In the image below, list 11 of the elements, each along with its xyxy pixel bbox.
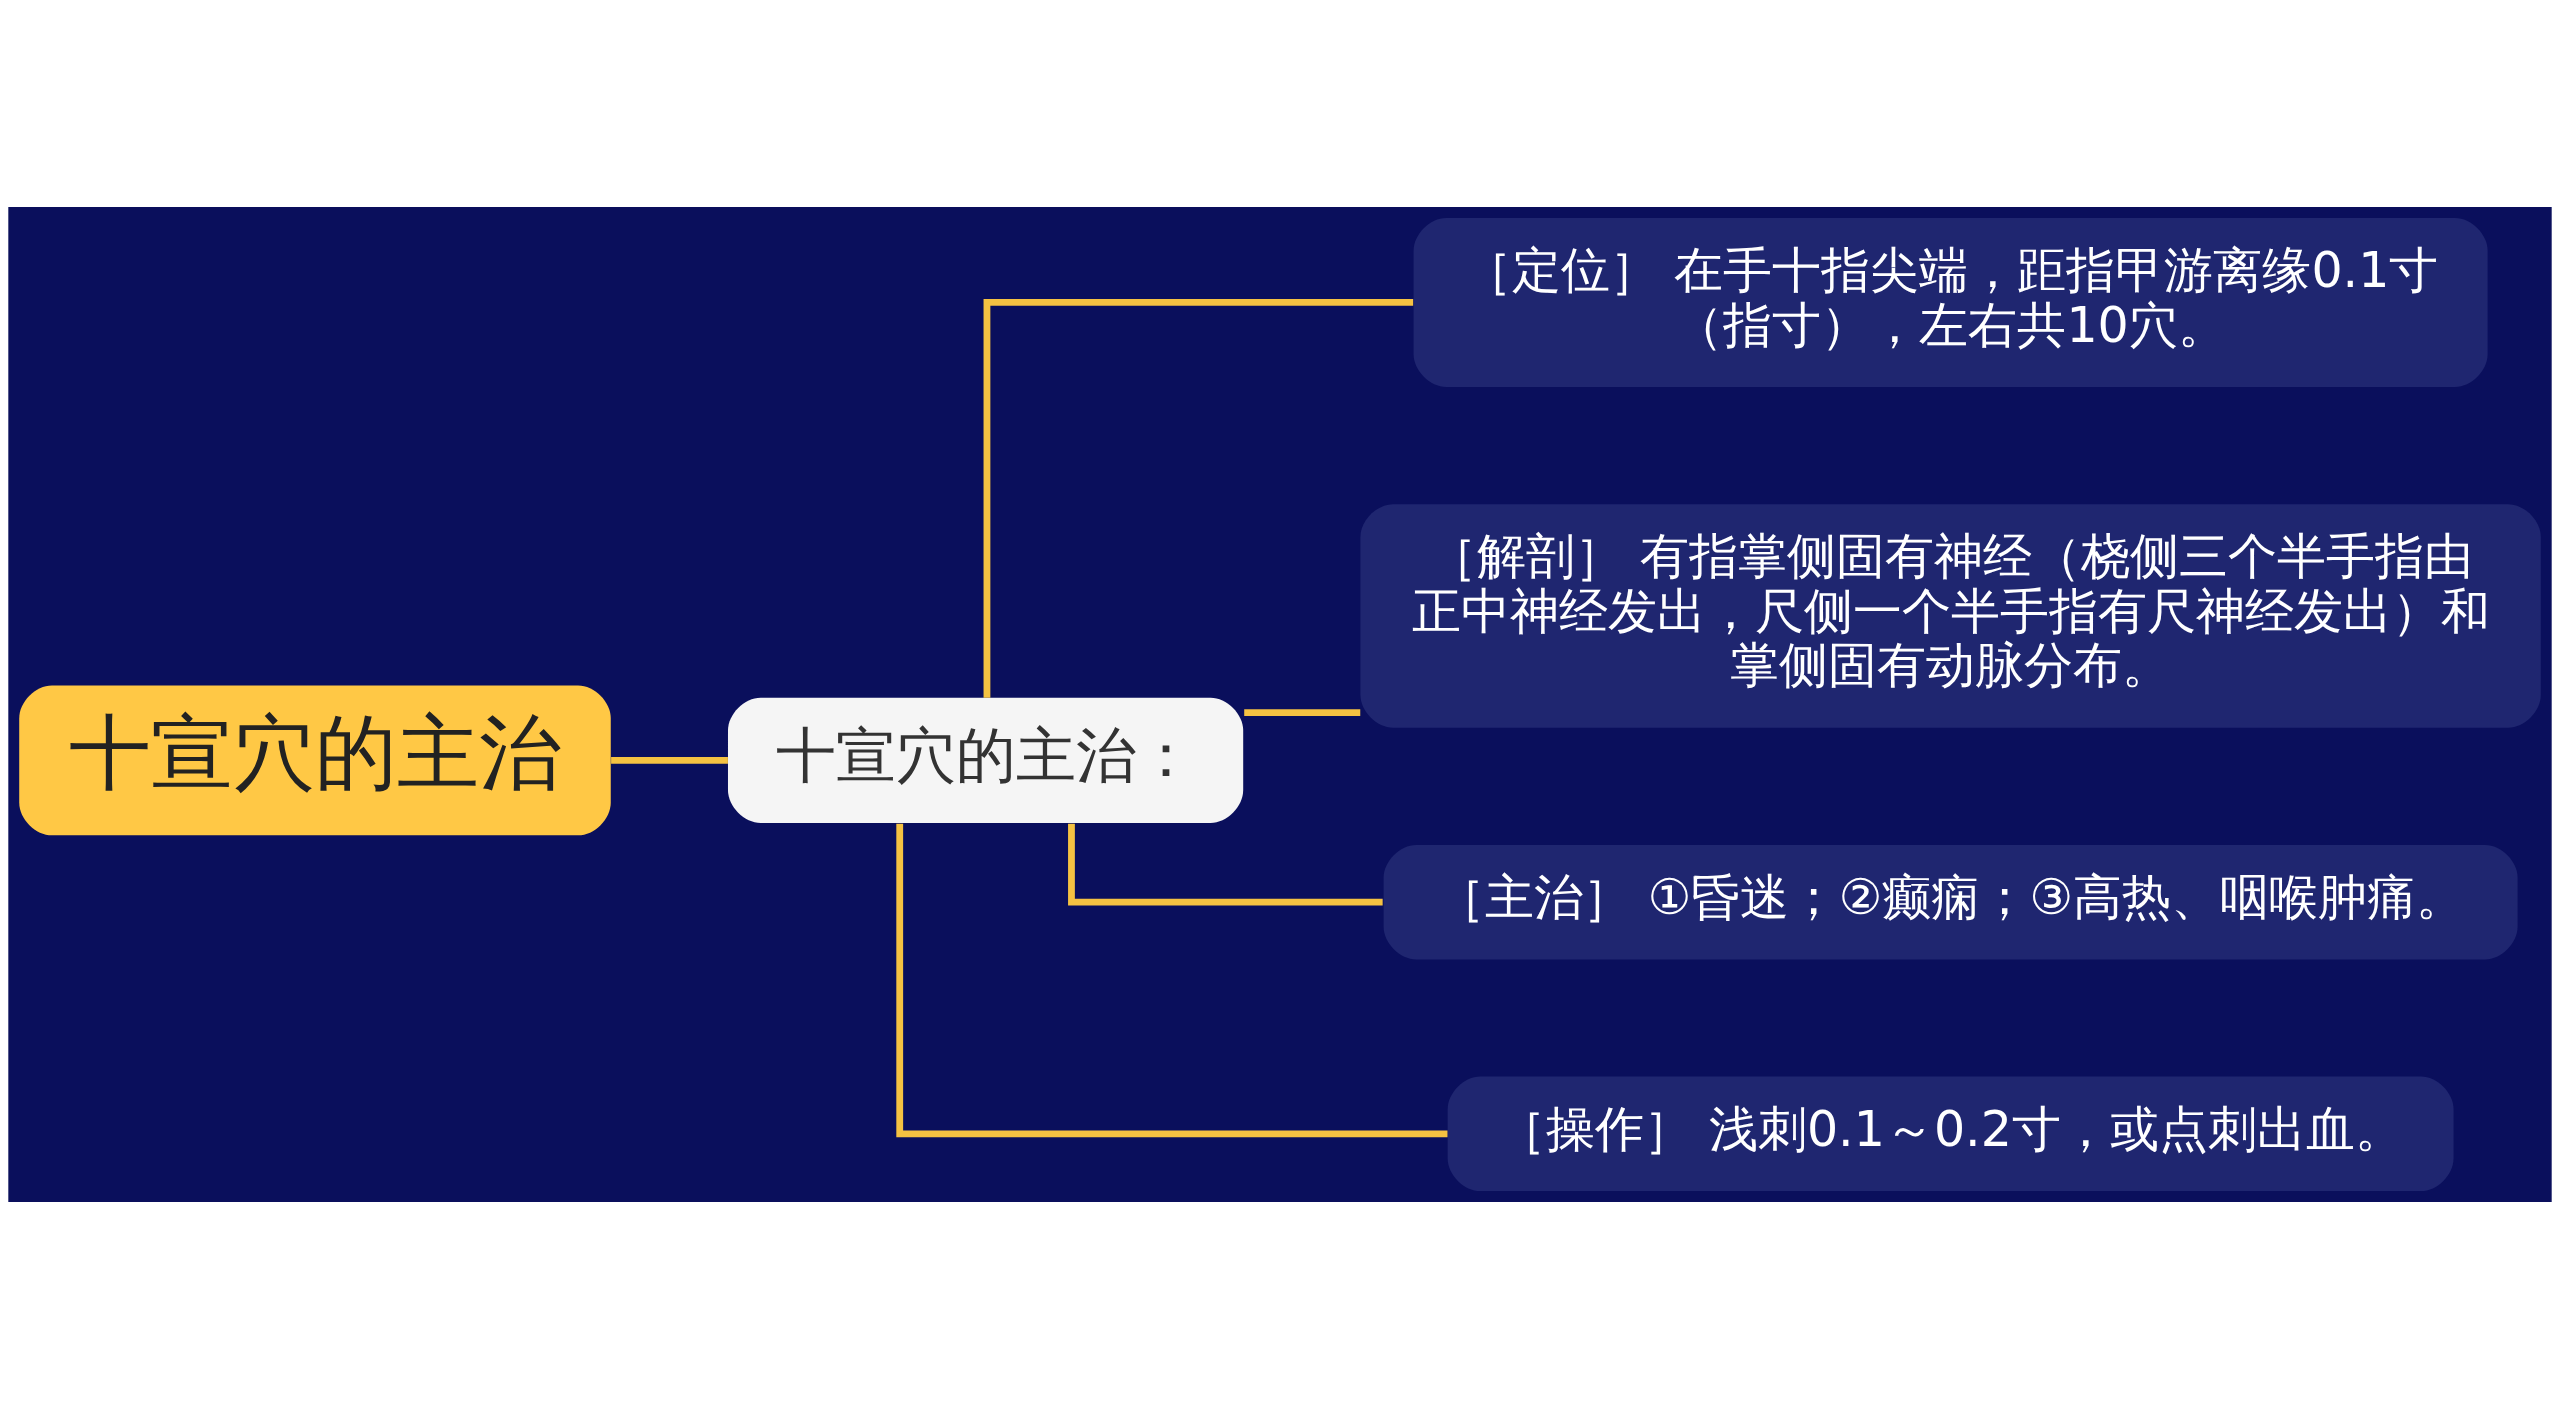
node-box: ［定位］ 在手十指尖端，距指甲游离缘0.1寸（指寸），左右共10穴。 xyxy=(1413,217,2488,387)
connector xyxy=(983,298,1414,698)
node-box: ［解剖］ 有指掌侧固有神经（桡侧三个半手指由正中神经发出，尺侧一个半手指有尺神经发出）和掌侧固有动脉分布。 xyxy=(1360,503,2541,728)
node-box: ［主治］ ①昏迷；②癫痫；③高热、咽喉肿痛。 xyxy=(1383,844,2518,959)
node-box: ［操作］ 浅刺0.1～0.2寸，或点刺出血。 xyxy=(1447,1076,2454,1191)
connector xyxy=(1068,823,1383,906)
connector xyxy=(611,756,728,764)
connector xyxy=(896,823,1448,1137)
node-box: 十宣穴的主治 xyxy=(19,684,611,835)
node-box: 十宣穴的主治： xyxy=(728,697,1244,823)
connector xyxy=(1244,708,1361,716)
